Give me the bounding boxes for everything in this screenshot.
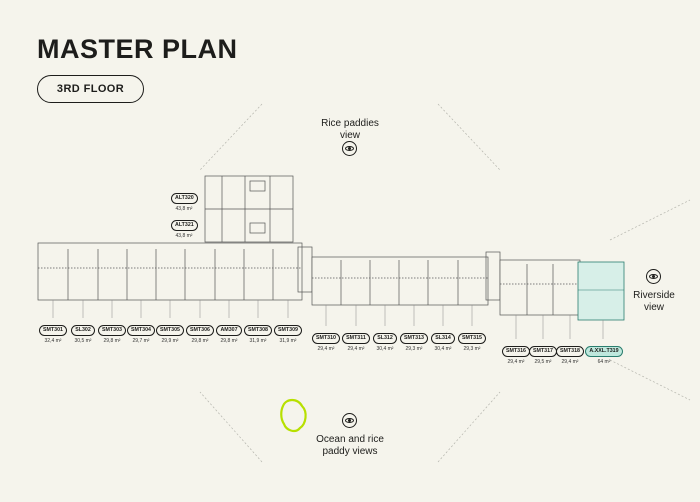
leader-lines — [52, 300, 604, 339]
unit-smt301[interactable]: SMT301 32,4 m² — [38, 318, 68, 344]
unit-area: 43,8 m² — [175, 233, 193, 239]
unit-smt316[interactable]: SMT316 29,4 m² — [501, 339, 531, 365]
unit-area: 43,8 m² — [175, 206, 193, 212]
unit-area: 31,9 m² — [279, 338, 297, 344]
unit-smt317[interactable]: SMT317 29,5 m² — [528, 339, 558, 365]
unit-code: SMT305 — [155, 324, 185, 336]
unit-code: SMT309 — [273, 324, 303, 336]
unit-smt305[interactable]: SMT305 29,9 m² — [155, 318, 185, 344]
unit-sl302[interactable]: SL302 30,5 m² — [68, 318, 98, 344]
unit-area: 31,9 m² — [249, 338, 267, 344]
unit-smt309[interactable]: SMT309 31,9 m² — [273, 318, 303, 344]
unit-code: SMT301 — [38, 324, 68, 336]
unit-smt318[interactable]: SMT318 29,4 m² — [555, 339, 585, 365]
unit-code: SMT303 — [97, 324, 127, 336]
unit-area: 29,8 m² — [103, 338, 121, 344]
unit-code: AM307 — [216, 324, 242, 336]
unit-area: 29,4 m² — [561, 359, 579, 365]
riverside-view-label: Riverside view — [633, 290, 675, 313]
unit-smt304[interactable]: SMT304 29,7 m² — [126, 318, 156, 344]
logo-mark — [280, 398, 307, 433]
unit-alt320[interactable]: ALT320 43,8 m² — [171, 186, 198, 212]
rice-paddies-view-label: Rice paddies view — [321, 118, 379, 141]
view-guides — [199, 103, 691, 463]
floor-selector-button[interactable]: 3RD FLOOR — [37, 75, 144, 103]
eye-icon[interactable] — [646, 269, 661, 284]
unit-code: SMT306 — [185, 324, 215, 336]
eye-icon[interactable] — [342, 413, 357, 428]
unit-smt311[interactable]: SMT311 29,4 m² — [341, 326, 371, 352]
unit-sl312[interactable]: SL312 30,4 m² — [370, 326, 400, 352]
unit-axxlt319[interactable]: A.XXL.T319 64 m² — [585, 339, 623, 365]
unit-area: 29,5 m² — [534, 359, 552, 365]
annex-block — [204, 175, 294, 243]
unit-area: 30,4 m² — [376, 346, 394, 352]
unit-code: SMT311 — [342, 332, 370, 344]
unit-smt308[interactable]: SMT308 31,9 m² — [243, 318, 273, 344]
wing-east — [499, 259, 581, 316]
unit-code: SL302 — [71, 324, 95, 336]
unit-area: 29,3 m² — [463, 346, 481, 352]
wing-west — [37, 242, 303, 301]
unit-smt306[interactable]: SMT306 29,8 m² — [185, 318, 215, 344]
unit-code: SMT317 — [528, 345, 558, 357]
unit-code: SMT318 — [555, 345, 585, 357]
unit-code: ALT321 — [171, 219, 198, 231]
ocean-view-label: Ocean and rice paddy views — [316, 434, 384, 457]
unit-area: 29,3 m² — [405, 346, 423, 352]
unit-area: 29,8 m² — [220, 338, 238, 344]
unit-am307[interactable]: AM307 29,8 m² — [214, 318, 244, 344]
unit-alt321[interactable]: ALT321 43,8 m² — [171, 213, 198, 239]
wing-center — [311, 256, 489, 306]
unit-code: SMT315 — [457, 332, 487, 344]
unit-code: SMT308 — [243, 324, 273, 336]
highlighted-suite[interactable] — [577, 261, 625, 321]
unit-code: A.XXL.T319 — [585, 345, 623, 357]
unit-area: 30,4 m² — [434, 346, 452, 352]
unit-sl314[interactable]: SL314 30,4 m² — [428, 326, 458, 352]
unit-area: 64 m² — [597, 359, 611, 365]
unit-area: 29,4 m² — [347, 346, 365, 352]
unit-smt303[interactable]: SMT303 29,8 m² — [97, 318, 127, 344]
unit-code: SMT313 — [399, 332, 429, 344]
unit-area: 32,4 m² — [44, 338, 62, 344]
unit-area: 29,9 m² — [161, 338, 179, 344]
unit-code: SL314 — [431, 332, 455, 344]
unit-code: SMT316 — [501, 345, 531, 357]
unit-smt313[interactable]: SMT313 29,3 m² — [399, 326, 429, 352]
unit-area: 30,5 m² — [74, 338, 92, 344]
unit-code: SMT304 — [126, 324, 156, 336]
page-title: MASTER PLAN — [37, 34, 238, 64]
unit-smt315[interactable]: SMT315 29,3 m² — [457, 326, 487, 352]
unit-code: SL312 — [373, 332, 397, 344]
eye-icon[interactable] — [342, 141, 357, 156]
unit-area: 29,4 m² — [507, 359, 525, 365]
unit-code: SMT310 — [311, 332, 341, 344]
unit-smt310[interactable]: SMT310 29,4 m² — [311, 326, 341, 352]
unit-area: 29,7 m² — [132, 338, 150, 344]
unit-code: ALT320 — [171, 192, 198, 204]
unit-area: 29,8 m² — [191, 338, 209, 344]
unit-area: 29,4 m² — [317, 346, 335, 352]
